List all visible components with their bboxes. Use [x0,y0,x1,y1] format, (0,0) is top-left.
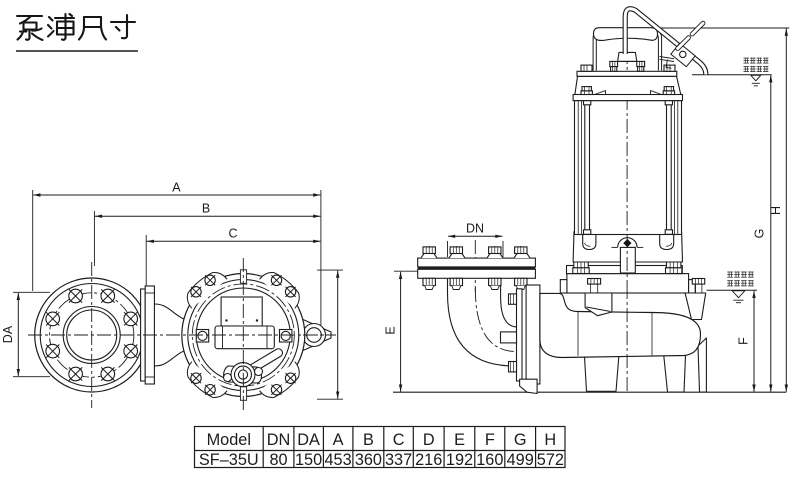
svg-text:DN: DN [267,431,291,449]
svg-text:160: 160 [476,451,503,469]
svg-text:F: F [485,431,495,449]
svg-text:216: 216 [415,451,442,469]
svg-text:E: E [454,431,465,449]
svg-text:D: D [423,431,435,449]
svg-text:H: H [769,206,783,215]
svg-text:SF–35U: SF–35U [199,451,259,469]
svg-text:150: 150 [295,451,322,469]
svg-text:337: 337 [385,451,412,469]
svg-text:F: F [737,337,751,345]
svg-text:DA: DA [297,431,320,449]
svg-text:G: G [514,431,527,449]
svg-text:B: B [202,202,210,216]
svg-text:453: 453 [325,451,352,469]
svg-text:A: A [172,181,181,195]
svg-text:80: 80 [269,451,287,469]
svg-text:572: 572 [537,451,564,469]
svg-text:192: 192 [446,451,473,469]
svg-text:499: 499 [507,451,534,469]
svg-text:B: B [363,431,374,449]
svg-text:C: C [228,227,237,241]
svg-text:360: 360 [355,451,382,469]
svg-text:C: C [393,431,405,449]
svg-text:DN: DN [466,221,484,235]
svg-text:A: A [333,431,344,449]
svg-text:DA: DA [1,325,15,343]
svg-text:G: G [753,229,767,239]
svg-text:H: H [544,431,556,449]
svg-text:Model: Model [207,431,251,449]
svg-text:E: E [383,326,397,334]
